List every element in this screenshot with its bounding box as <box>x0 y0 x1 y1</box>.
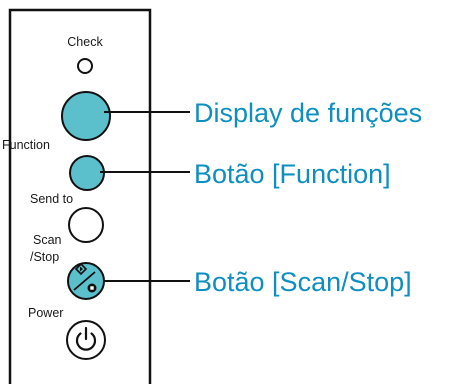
callout-scan-stop-button: Botão [Scan/Stop] <box>194 267 412 297</box>
check-led <box>77 58 93 74</box>
callout-function-button: Botão [Function] <box>194 159 391 189</box>
scan-stop-icon <box>73 262 97 293</box>
function-label: Function <box>2 138 50 152</box>
panel-frame <box>8 8 152 384</box>
function-button[interactable] <box>69 155 105 191</box>
power-label: Power <box>28 306 63 320</box>
callout-function-display: Display de funções <box>194 98 422 128</box>
scan-label: Scan <box>33 233 62 247</box>
stop-label: /Stop <box>30 250 59 264</box>
send-to-button[interactable] <box>68 207 104 243</box>
power-icon <box>75 326 97 351</box>
send-to-label: Send to <box>30 192 73 206</box>
function-display <box>61 91 111 141</box>
check-label: Check <box>67 35 103 49</box>
